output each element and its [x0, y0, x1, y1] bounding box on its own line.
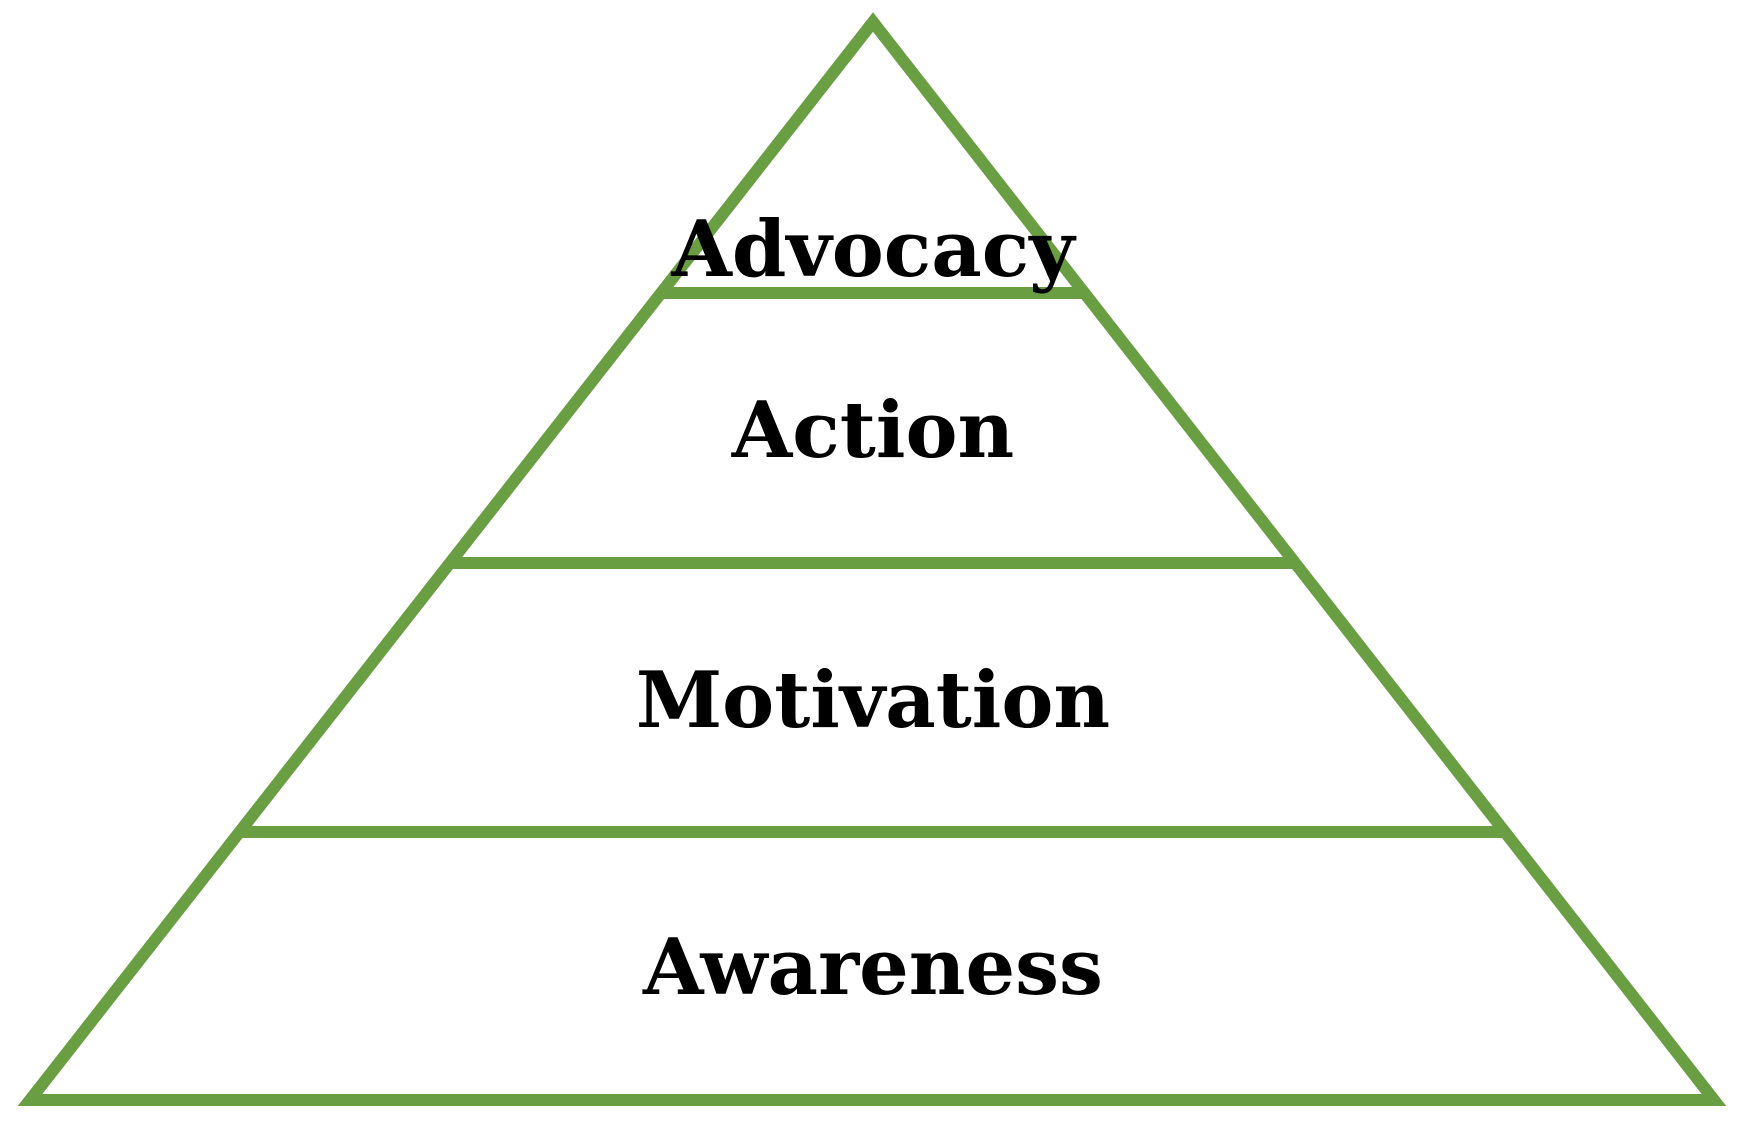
- level-label-advocacy: Advocacy: [670, 204, 1077, 295]
- level-label-motivation: Motivation: [636, 655, 1110, 746]
- level-label-awareness: Awareness: [642, 922, 1103, 1013]
- level-label-action: Action: [731, 385, 1014, 476]
